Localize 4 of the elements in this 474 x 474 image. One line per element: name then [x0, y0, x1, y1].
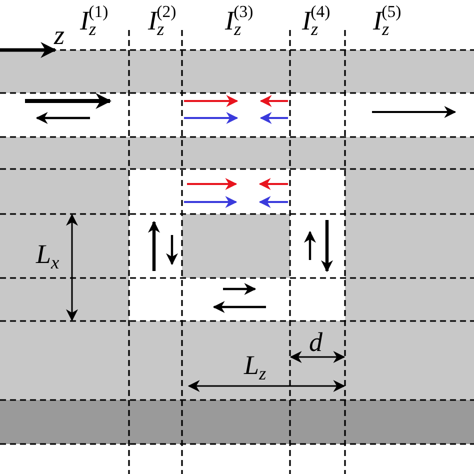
dimension-label: L$_{x}$: [36, 241, 60, 272]
dimension-label: d: [309, 329, 322, 356]
dimension-label: L$_{z}$: [244, 352, 266, 383]
axis-label: z: [54, 22, 65, 49]
